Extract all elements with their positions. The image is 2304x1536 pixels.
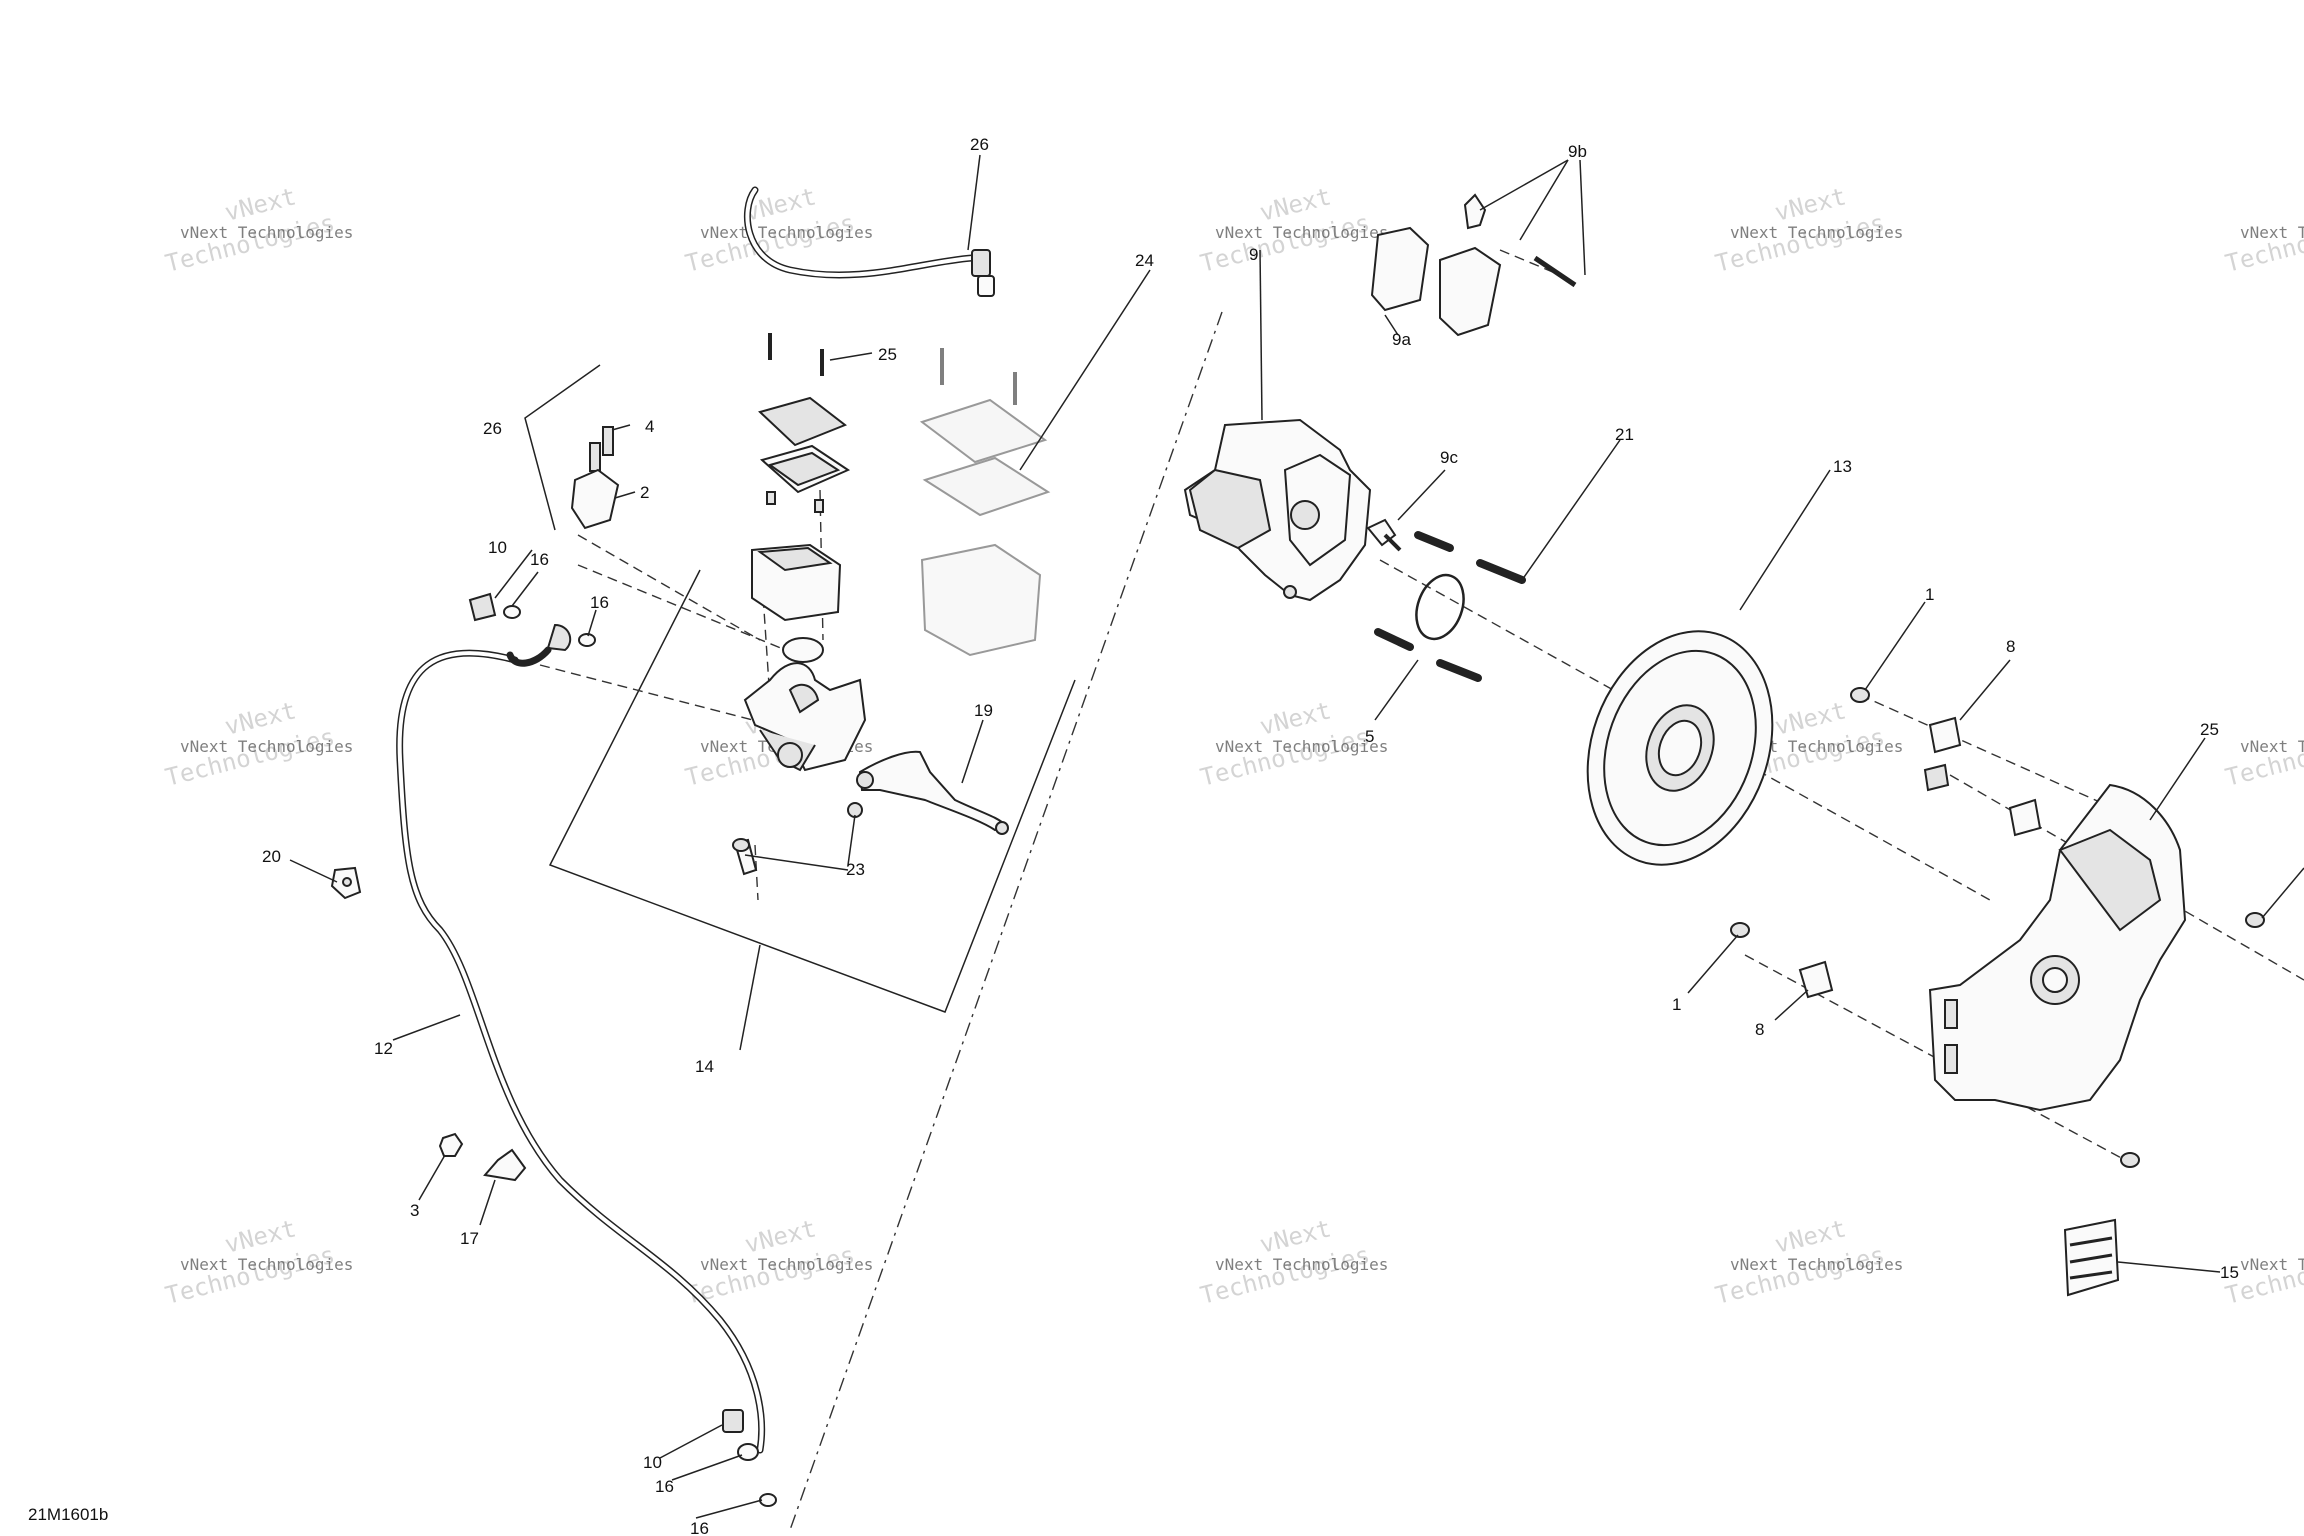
hose-clip bbox=[330, 866, 362, 900]
assembly-outlines bbox=[524, 249, 2304, 1531]
watermark-text: vNext Technologies bbox=[180, 737, 353, 756]
brake-caliper bbox=[1183, 418, 1372, 602]
alignment-line bbox=[1379, 559, 1991, 901]
watermark: Technologies vNext vNext Technologies bbox=[683, 1214, 874, 1310]
watermark: Technologies vNext vNext Technologies bbox=[1198, 182, 1389, 278]
brake-pads bbox=[1370, 193, 1577, 337]
watermark-text: vNext Technologies bbox=[2240, 1255, 2304, 1274]
group-13-bracket bbox=[548, 569, 1076, 1013]
watermarks: Technologies vNext vNext Technologies Te… bbox=[163, 182, 2304, 1310]
callout-label-12: 13 bbox=[1833, 457, 1852, 476]
callout-label-5: 5 bbox=[1365, 727, 1374, 746]
handlebar-clamp bbox=[570, 426, 620, 530]
callout-label-24: 26 bbox=[970, 135, 989, 154]
watermark-text: vNext Technologies bbox=[1730, 223, 1903, 242]
watermark: Technologies vNext vNext Technologies bbox=[1713, 1214, 1904, 1310]
reservoir-large bbox=[919, 348, 1051, 657]
alignment-line bbox=[819, 489, 824, 641]
watermark: Technologies vNext vNext Technologies bbox=[1198, 1214, 1389, 1310]
callout-label-25: 25 bbox=[2200, 720, 2219, 739]
watermark: Technologies vNext Technologies bbox=[2223, 209, 2304, 278]
callout-label-16: 16 bbox=[590, 593, 609, 612]
callout-label-21: 23 bbox=[846, 860, 865, 879]
callout-label-13: 14 bbox=[695, 1057, 714, 1076]
disc-guard bbox=[1928, 783, 2187, 1112]
callout-label-16: 16 bbox=[530, 550, 549, 569]
watermark-text: vNext Technologies bbox=[2240, 223, 2304, 242]
decal bbox=[2063, 1218, 2120, 1297]
callout-label-22: 24 bbox=[1135, 251, 1154, 270]
group-26-bracket bbox=[524, 364, 601, 531]
callout-label-15: 17 bbox=[460, 1229, 479, 1248]
brake-disc bbox=[1586, 630, 1774, 866]
callout-label-9a: 9a bbox=[1392, 330, 1411, 349]
callout-label-1: 1 bbox=[1925, 585, 1934, 604]
watermark: Technologies vNext vNext Technologies bbox=[163, 1214, 354, 1310]
watermark-text: vNext Technologies bbox=[1730, 1255, 1903, 1274]
watermark-text: vNext Technologies bbox=[1730, 737, 1903, 756]
callout-label-16: 16 bbox=[655, 1477, 674, 1496]
watermark-text: vNext Technologies bbox=[180, 223, 353, 242]
hose-bracket bbox=[483, 1148, 527, 1182]
callout-label-3: 3 bbox=[410, 1201, 419, 1220]
callout-label-1: 1 bbox=[1672, 995, 1681, 1014]
watermark-text: vNext Technologies bbox=[700, 223, 873, 242]
alignment-line bbox=[577, 564, 811, 661]
watermark: Technologies vNext vNext Technologies bbox=[1713, 182, 1904, 278]
banjo-bolt-top bbox=[468, 592, 596, 652]
callout-label-8: 8 bbox=[2006, 637, 2015, 656]
callout-label-23: 25 bbox=[878, 345, 897, 364]
leader-lines bbox=[289, 154, 2304, 1519]
callout-label-14: 15 bbox=[2220, 1263, 2239, 1282]
callout-label-9c: 9c bbox=[1440, 448, 1458, 467]
watermark: Technologies vNext vNext Technologies bbox=[163, 182, 354, 278]
alignment-line bbox=[1859, 694, 2141, 821]
callout-label-9b: 9b bbox=[1568, 142, 1587, 161]
callout-label-16: 16 bbox=[690, 1519, 709, 1536]
bleeder-screw bbox=[1366, 518, 1402, 552]
nut bbox=[438, 1132, 464, 1157]
parts bbox=[330, 186, 2265, 1507]
callout-label-4: 4 bbox=[645, 417, 654, 436]
watermark-text: Technologies bbox=[2223, 209, 2304, 278]
watermark-text: vNext Technologies bbox=[1215, 223, 1388, 242]
watermark-text: vNext Technologies bbox=[700, 1255, 873, 1274]
watermark-text: vNext Technologies bbox=[2240, 737, 2304, 756]
sensor-harness bbox=[743, 186, 995, 297]
watermark-text: vNext Technologies bbox=[1215, 1255, 1388, 1274]
watermark: Technologies vNext Technologies bbox=[2223, 723, 2304, 792]
diagram-code: 21M1601b bbox=[28, 1505, 108, 1524]
callout-labels: 26 24 25 26 4 2 10 16 16 19 23 14 20 12 … bbox=[262, 135, 2239, 1536]
reservoir-small bbox=[751, 333, 851, 622]
watermark: Technologies vNext vNext Technologies bbox=[1198, 696, 1389, 792]
callout-label-10: 10 bbox=[488, 538, 507, 557]
callout-label-8: 8 bbox=[1755, 1020, 1764, 1039]
watermark-text: Technologies bbox=[2223, 723, 2304, 792]
alignment-line bbox=[754, 844, 759, 901]
callout-label-2: 2 bbox=[640, 483, 649, 502]
guard-hardware bbox=[1730, 687, 2265, 1168]
callout-label-10: 10 bbox=[643, 1453, 662, 1472]
watermark-text: vNext Technologies bbox=[1215, 737, 1388, 756]
watermark: Technologies vNext vNext Technologies bbox=[163, 696, 354, 792]
brake-hose bbox=[396, 646, 777, 1507]
callout-label-19: 21 bbox=[1615, 425, 1634, 444]
watermark-text: vNext Technologies bbox=[180, 1255, 353, 1274]
callout-label-9: 9 bbox=[1249, 245, 1258, 264]
caliper-center-line bbox=[789, 311, 1223, 1531]
caliper-bolts bbox=[1374, 531, 1526, 682]
alignment-line bbox=[1949, 774, 2304, 981]
callout-label-17: 20 bbox=[262, 847, 281, 866]
master-cylinder bbox=[743, 637, 1009, 835]
callout-label-20: 19 bbox=[974, 701, 993, 720]
callout-label-11: 12 bbox=[374, 1039, 393, 1058]
callout-label-26: 26 bbox=[483, 419, 502, 438]
alignment-line bbox=[577, 534, 761, 641]
